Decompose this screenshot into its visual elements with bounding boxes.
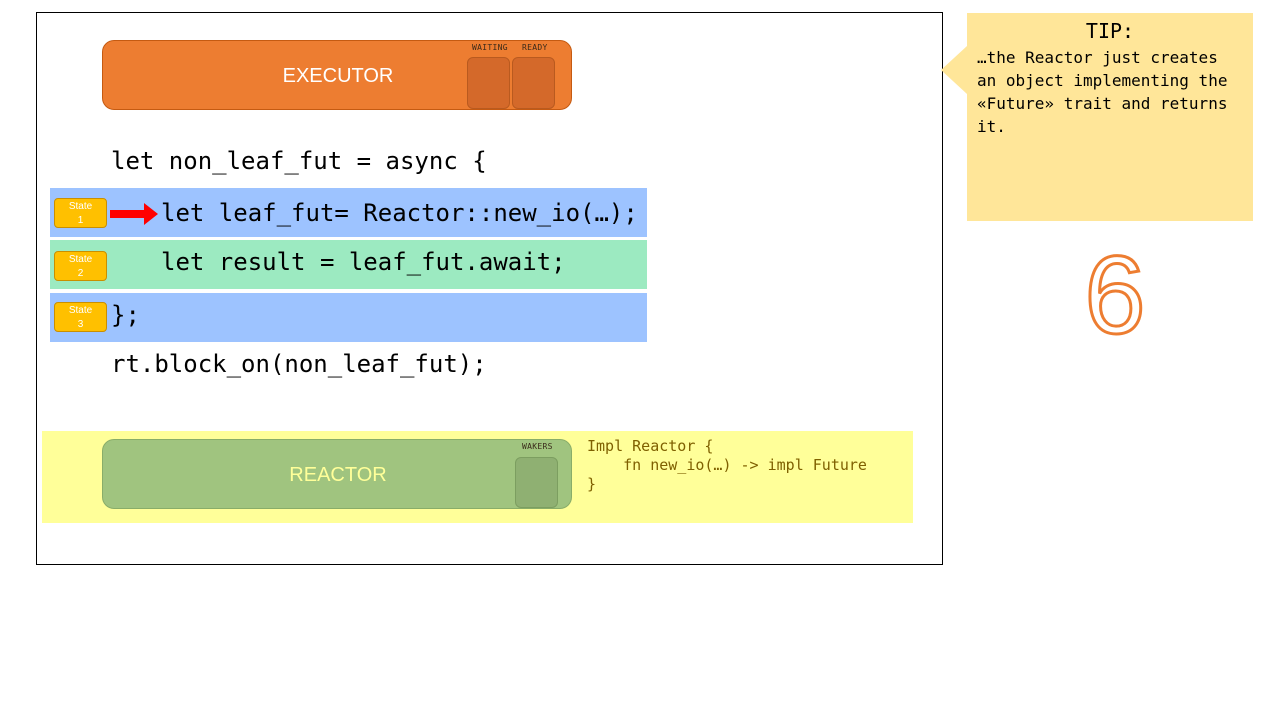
- state1-badge: State 1: [54, 198, 107, 228]
- state3-number: 3: [77, 319, 84, 330]
- executor-title: EXECUTOR: [282, 65, 394, 87]
- executor-box: EXECUTOR WAITING READY: [102, 40, 572, 110]
- reactor-box: REACTOR WAKERS: [102, 439, 572, 509]
- state2-badge: State 2: [54, 251, 107, 281]
- reactor-impl-code: Impl Reactor { fn new_io(…) -> impl Futu…: [587, 437, 867, 493]
- waiting-queue-box: [467, 57, 510, 109]
- state2-band: [50, 240, 647, 289]
- state3-band: [50, 293, 647, 342]
- waiting-label: WAITING: [472, 43, 508, 52]
- code-line-state1: let leaf_fut= Reactor::new_io(…);: [161, 199, 638, 227]
- tip-pointer: [941, 46, 967, 94]
- state2-number: 2: [77, 268, 84, 279]
- reactor-title: REACTOR: [289, 464, 387, 486]
- code-line-async-open: let non_leaf_fut = async {: [111, 147, 487, 175]
- wakers-label: WAKERS: [522, 442, 553, 451]
- state1-number: 1: [77, 215, 84, 226]
- current-state-arrow-icon: [110, 203, 158, 225]
- wakers-box: [515, 457, 558, 508]
- tip-body: …the Reactor just creates an object impl…: [977, 48, 1228, 136]
- state3-badge: State 3: [54, 302, 107, 332]
- slide-number: 6: [1083, 233, 1147, 356]
- state3-label: State: [68, 305, 93, 316]
- state1-label: State: [68, 201, 93, 212]
- ready-queue-box: [512, 57, 555, 109]
- slide-number-text: 6: [1084, 234, 1145, 355]
- tip-callout: TIP: …the Reactor just creates an object…: [967, 13, 1253, 221]
- tip-title: TIP:: [1085, 19, 1135, 43]
- ready-label: READY: [522, 43, 548, 52]
- code-line-state2: let result = leaf_fut.await;: [161, 248, 566, 276]
- code-line-block-on: rt.block_on(non_leaf_fut);: [111, 350, 487, 378]
- code-line-close: };: [111, 301, 140, 329]
- state2-label: State: [68, 254, 93, 265]
